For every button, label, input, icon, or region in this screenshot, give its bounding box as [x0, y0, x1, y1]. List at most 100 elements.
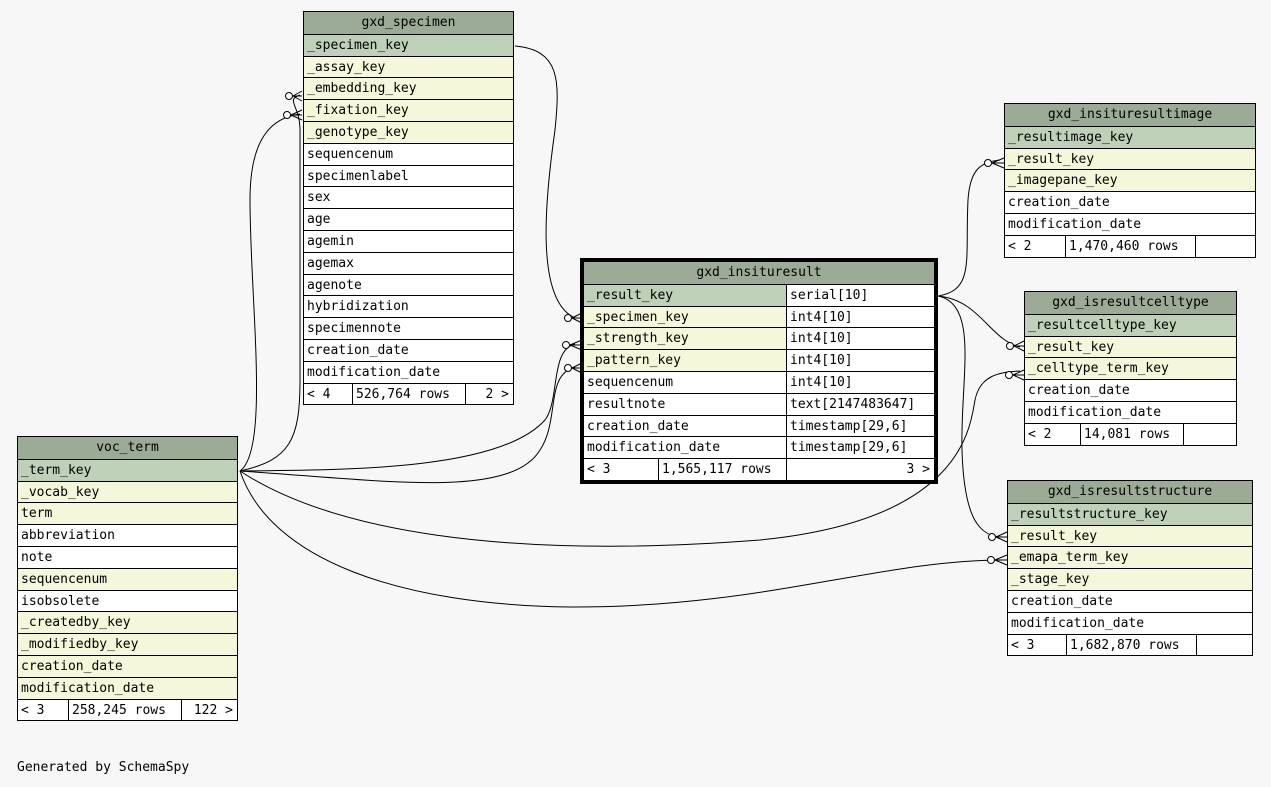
column-name: _imagepane_key	[1008, 173, 1118, 189]
column-row[interactable]: sequencenum	[18, 567, 237, 590]
children-link[interactable]: 2 >	[465, 383, 513, 405]
column-row[interactable]: _celltype_term_key	[1025, 357, 1236, 380]
column-name: _embedding_key	[307, 81, 417, 97]
column-row[interactable]: _term_key	[18, 458, 237, 481]
edge-term-fixation	[239, 113, 301, 472]
table-voc-term[interactable]: voc_term _term_key _vocab_key term abbre…	[17, 436, 238, 722]
column-type: timestamp[29,6]	[786, 415, 934, 437]
row-count: 14,081 rows	[1080, 423, 1183, 445]
column-row[interactable]: agemin	[304, 229, 513, 252]
parents-link[interactable]: < 2	[1028, 426, 1052, 442]
table-title[interactable]: gxd_isresultstructure	[1008, 481, 1252, 503]
children-link[interactable]: 3 >	[786, 459, 934, 480]
column-row[interactable]: specimenlabel	[304, 164, 513, 187]
column-row[interactable]: _resultstructure_key	[1008, 502, 1252, 525]
column-row[interactable]: sex	[304, 186, 513, 209]
column-type: int4[10]	[786, 371, 934, 393]
column-row[interactable]: _genotype_key	[304, 120, 513, 143]
column-row[interactable]: creation_date	[1005, 191, 1255, 213]
column-row[interactable]: _modifiedby_key	[18, 633, 237, 655]
table-title[interactable]: gxd_insituresultimage	[1005, 104, 1255, 126]
column-name: modification_date	[1028, 404, 1162, 420]
parents-link[interactable]: < 4	[307, 386, 331, 402]
children-link[interactable]	[1183, 423, 1236, 445]
row-count: 526,764 rows	[352, 383, 465, 405]
column-row[interactable]: modification_date	[304, 360, 513, 383]
column-row[interactable]: sequencenum	[304, 142, 513, 165]
column-row[interactable]: _specimen_key	[304, 33, 513, 56]
table-name: gxd_specimen	[361, 15, 456, 30]
column-row[interactable]: modification_date	[1005, 212, 1255, 235]
column-row[interactable]: agemax	[304, 251, 513, 274]
parents-link[interactable]: < 3	[587, 462, 611, 478]
column-row[interactable]: isobsolete	[18, 589, 237, 612]
table-gxd-insituresultimage[interactable]: gxd_insituresultimage _resultimage_key _…	[1004, 103, 1256, 258]
column-row[interactable]: modification_date	[18, 676, 237, 699]
table-gxd-isresultstructure[interactable]: gxd_isresultstructure _resultstructure_k…	[1007, 480, 1253, 657]
table-title[interactable]: gxd_insituresult	[584, 262, 934, 284]
column-row[interactable]: _stage_key	[1008, 568, 1252, 590]
column-row[interactable]: creation_date	[1008, 589, 1252, 612]
column-row[interactable]: specimennote	[304, 317, 513, 339]
column-row[interactable]: creation_date	[18, 654, 237, 677]
column-row[interactable]: _fixation_key	[304, 99, 513, 121]
column-row[interactable]: term	[18, 502, 237, 525]
column-row[interactable]: _result_key	[1005, 147, 1255, 170]
column-row[interactable]: note	[18, 545, 237, 568]
column-row[interactable]: _resultimage_key	[1005, 125, 1255, 148]
column-row[interactable]: creation_date	[1025, 379, 1236, 401]
column-row[interactable]: _embedding_key	[304, 77, 513, 100]
column-row[interactable]: _emapa_term_key	[1008, 546, 1252, 569]
table-title[interactable]: voc_term	[18, 437, 237, 459]
table-footer: < 3 1,682,870 rows	[1008, 633, 1252, 656]
column-name: _fixation_key	[307, 103, 409, 119]
column-row[interactable]: modification_date	[1008, 611, 1252, 634]
column-row[interactable]: agenote	[304, 273, 513, 296]
parents-link[interactable]: < 3	[21, 702, 45, 718]
column-name: _strength_key	[587, 331, 689, 347]
table-title[interactable]: gxd_isresultcelltype	[1025, 292, 1236, 314]
parents-link[interactable]: < 3	[1011, 637, 1035, 653]
column-name: creation_date	[1028, 383, 1130, 399]
table-name: gxd_isresultcelltype	[1052, 295, 1209, 310]
column-row[interactable]: _createdby_key	[18, 611, 237, 634]
table-gxd-isresultcelltype[interactable]: gxd_isresultcelltype _resultcelltype_key…	[1024, 291, 1237, 446]
column-name: age	[307, 212, 331, 228]
column-name: sequencenum	[21, 571, 108, 587]
column-row[interactable]: _result_key	[1008, 524, 1252, 547]
column-row[interactable]: abbreviation	[18, 524, 237, 546]
parents-link[interactable]: < 2	[1008, 238, 1032, 254]
column-name: note	[21, 549, 53, 565]
children-link[interactable]	[1196, 634, 1252, 656]
column-row[interactable]: modification_date	[1025, 400, 1236, 423]
children-link[interactable]	[1195, 235, 1255, 257]
column-row[interactable]: _resultcelltype_key	[1025, 313, 1236, 336]
column-name: _term_key	[21, 462, 92, 478]
column-row[interactable]: _result_key	[1025, 335, 1236, 358]
edge-specimen-insitu	[514, 45, 576, 319]
column-row[interactable]: hybridization	[304, 295, 513, 318]
table-gxd-specimen[interactable]: gxd_specimen _specimen_key _assay_key _e…	[303, 11, 514, 406]
column-name: resultnote	[587, 396, 666, 412]
column-row[interactable]: creation_date	[304, 338, 513, 361]
edge-result-celltype	[937, 295, 1021, 348]
column-type: int4[10]	[786, 306, 934, 328]
column-row[interactable]: _imagepane_key	[1005, 169, 1255, 192]
row-count: 258,245 rows	[68, 699, 181, 721]
column-row[interactable]: _assay_key	[304, 55, 513, 78]
column-row[interactable]: age	[304, 208, 513, 230]
column-row[interactable]: _vocab_key	[18, 480, 237, 503]
edge-result-image	[937, 159, 1001, 297]
children-link[interactable]: 122 >	[181, 699, 237, 721]
table-title[interactable]: gxd_specimen	[304, 12, 513, 34]
table-footer: < 2 1,470,460 rows	[1005, 234, 1255, 257]
